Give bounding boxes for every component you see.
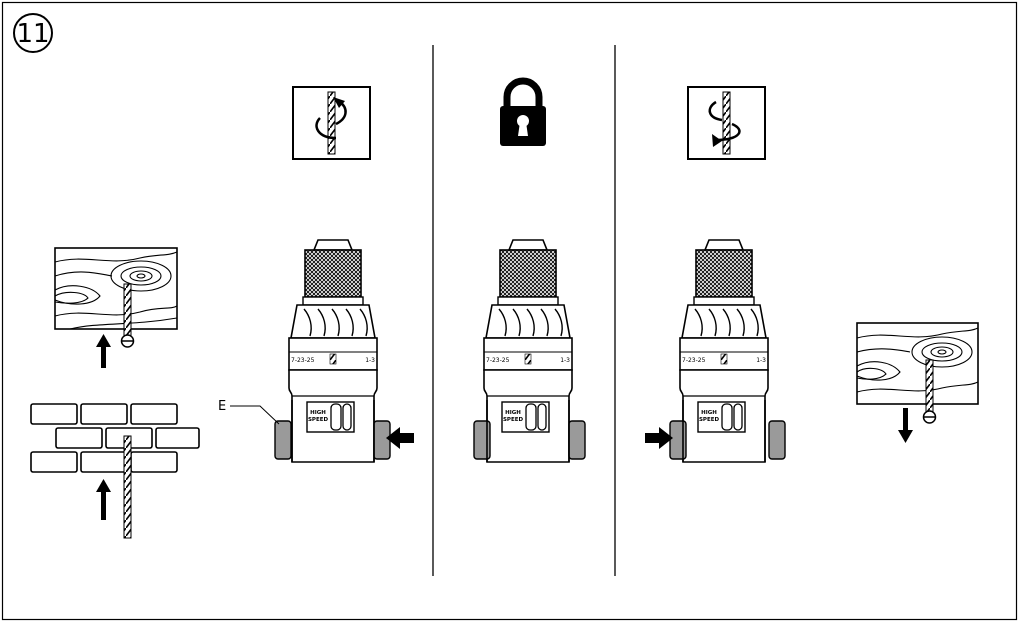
padlock-icon: [500, 77, 546, 146]
speed-label: SPEED: [699, 417, 720, 423]
rotate-counterclockwise-icon: [687, 86, 766, 160]
step-badge: 11: [13, 13, 53, 53]
direction-button-right: [568, 420, 586, 460]
right-arrow-icon: [645, 427, 673, 449]
torque-scale-left: 7-23-25: [682, 357, 706, 364]
torque-scale-left: 7-23-25: [291, 357, 315, 364]
left-arrow-icon: [386, 427, 414, 449]
bit-marker-icon: [720, 353, 728, 365]
speed-label: HIGH: [310, 410, 326, 416]
direction-button-left: [473, 420, 491, 460]
torque-scale-right: 1-3: [756, 357, 766, 364]
down-arrow-icon: [898, 408, 913, 443]
bit-marker-icon: [329, 353, 337, 365]
step-number: 11: [16, 19, 49, 49]
direction-button-right: [373, 420, 391, 460]
bit-marker-icon: [524, 353, 532, 365]
up-arrow-icon: [96, 334, 111, 368]
wood-screw-illustration: [54, 247, 178, 348]
wood-screw-illustration-right: [856, 322, 979, 424]
up-arrow-icon: [96, 479, 111, 520]
torque-scale-right: 1-3: [365, 357, 375, 364]
torque-scale-left: 7-23-25: [486, 357, 510, 364]
direction-button-left: [274, 420, 292, 460]
speed-label: SPEED: [503, 417, 524, 423]
speed-label: HIGH: [505, 410, 521, 416]
torque-scale-right: 1-3: [560, 357, 570, 364]
masonry-bit: [123, 435, 132, 539]
speed-label: HIGH: [701, 410, 717, 416]
speed-label: SPEED: [308, 417, 329, 423]
brick-wall-illustration: [30, 403, 200, 473]
direction-button-right: [768, 420, 786, 460]
callout-leader-line: [230, 405, 280, 425]
callout-label-e: E: [218, 399, 226, 414]
rotate-clockwise-icon: [292, 86, 371, 160]
